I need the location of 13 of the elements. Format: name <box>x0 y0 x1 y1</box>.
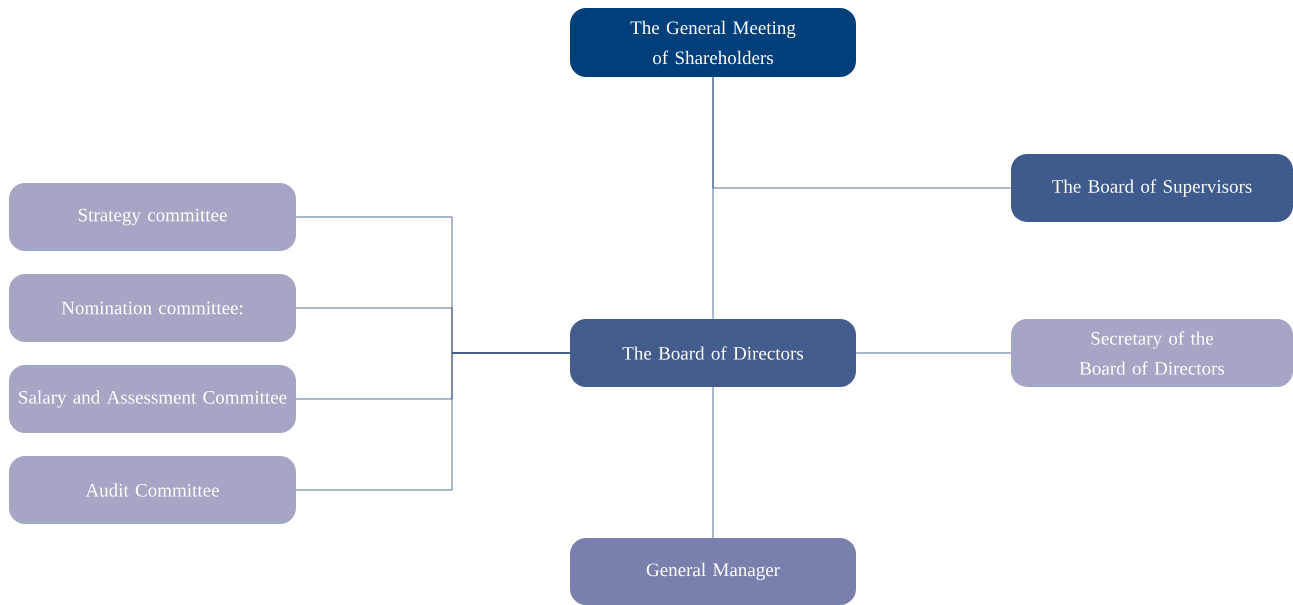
org-box: Salary and Assessment Committee <box>9 365 296 433</box>
connector-line <box>712 386 714 539</box>
connector-line <box>712 76 1012 189</box>
connector-line <box>295 352 571 491</box>
org-box: Secretary of the Board of Directors <box>1011 319 1293 387</box>
org-box: The Board of Directors <box>570 319 856 387</box>
org-box: Nomination committee: <box>9 274 296 342</box>
org-box: Audit Committee <box>9 456 296 524</box>
org-box: The Board of Supervisors <box>1011 154 1293 222</box>
connector-line <box>855 352 1012 354</box>
org-box: The General Meeting of Shareholders <box>570 8 856 77</box>
org-box: General Manager <box>570 538 856 605</box>
org-box: Strategy committee <box>9 183 296 251</box>
